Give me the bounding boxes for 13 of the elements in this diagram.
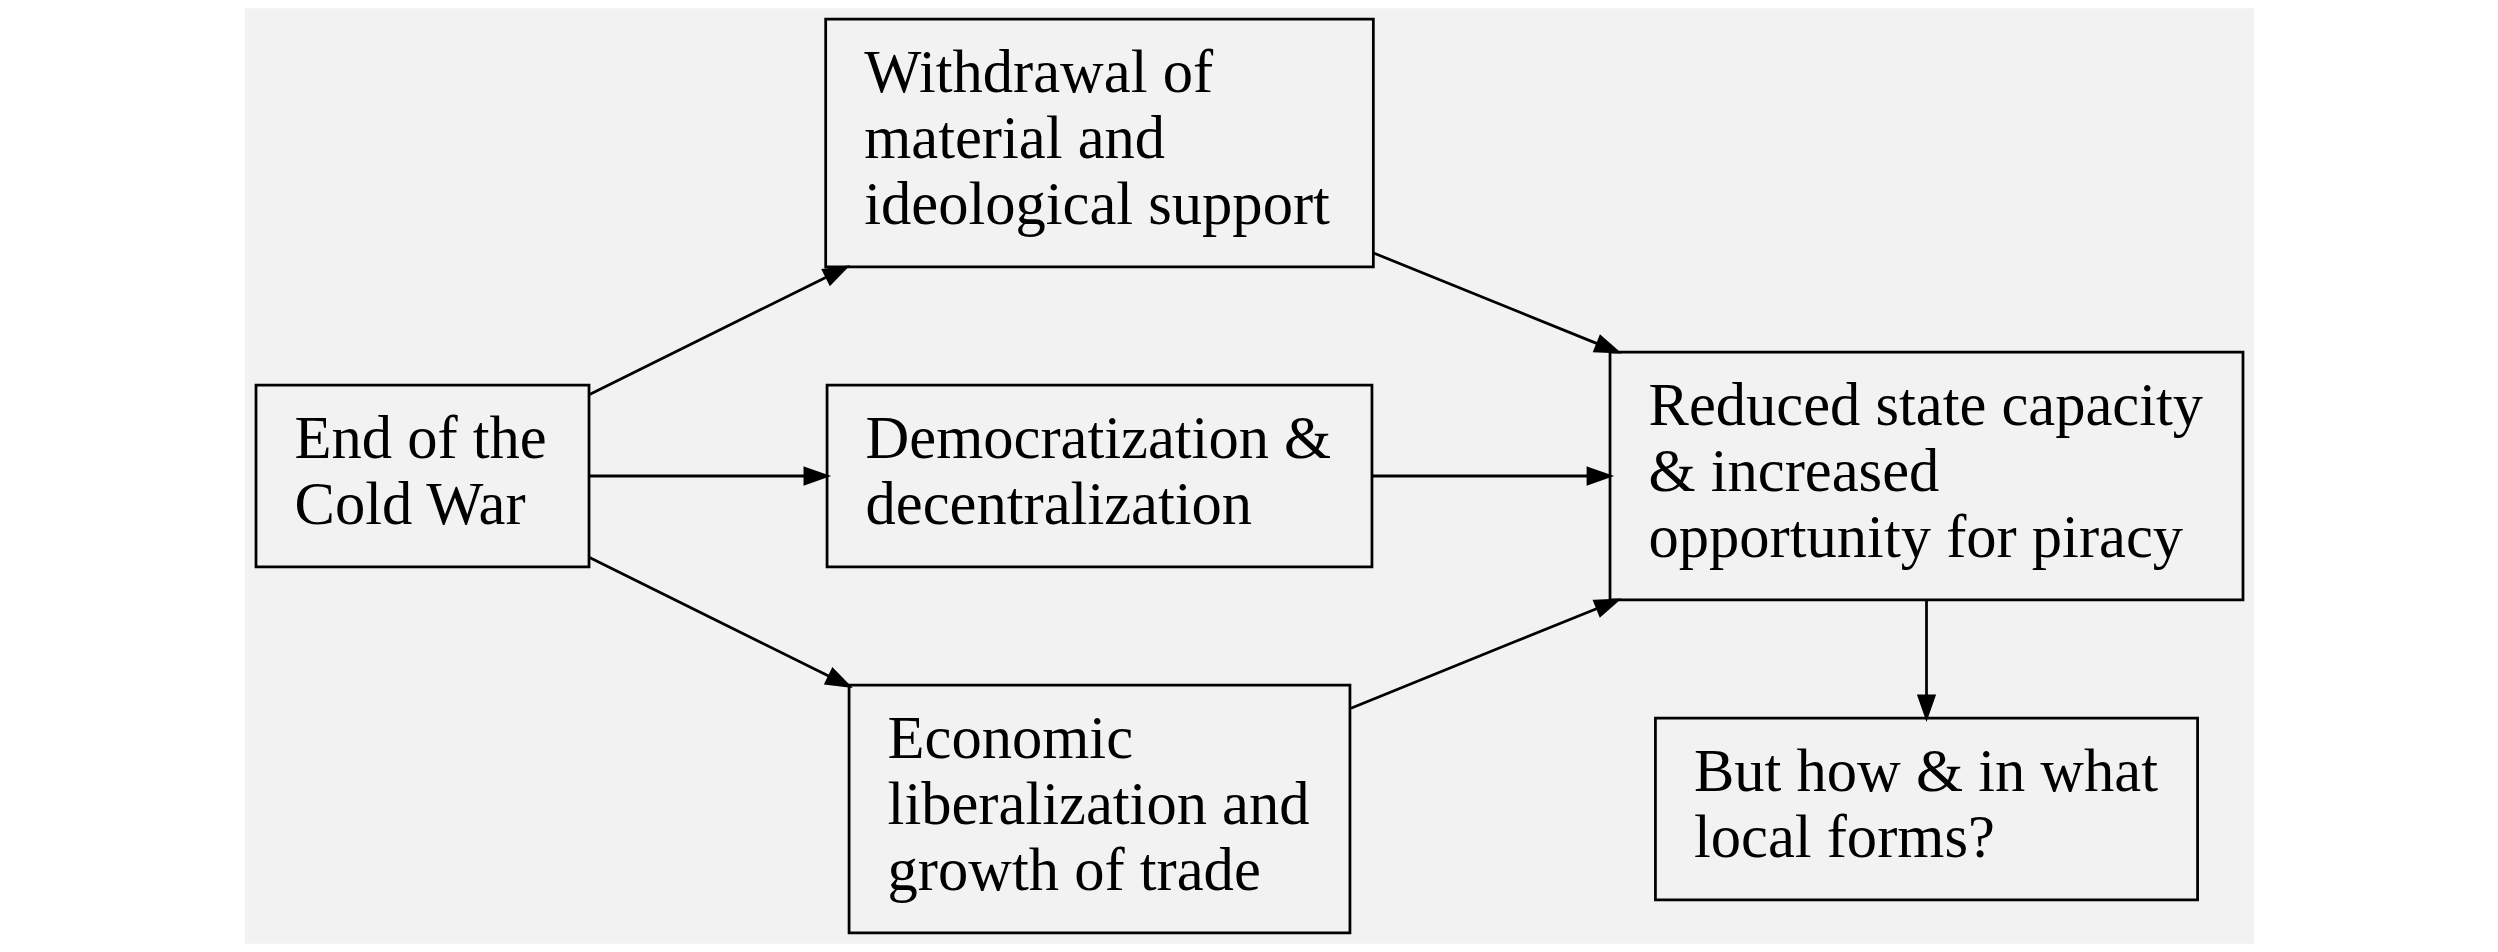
arrow xyxy=(588,556,853,688)
arrow xyxy=(1916,600,1936,723)
node-box: End of the Cold War xyxy=(254,383,590,569)
node-box: But how & in what local forms? xyxy=(1653,716,2199,902)
arrow xyxy=(588,265,850,396)
arrow xyxy=(1349,598,1622,710)
arrow xyxy=(1372,251,1622,354)
arrow xyxy=(1371,466,1614,486)
arrow xyxy=(589,466,831,486)
node-box: Democratization & decentralization xyxy=(825,383,1373,569)
node-box: Reduced state capacity & increased opportunity for piracy xyxy=(1608,350,2244,602)
node-box: Economic liberalization and growth of trade xyxy=(847,683,1351,935)
node-box: Withdrawal of material and ideological support xyxy=(823,17,1375,269)
